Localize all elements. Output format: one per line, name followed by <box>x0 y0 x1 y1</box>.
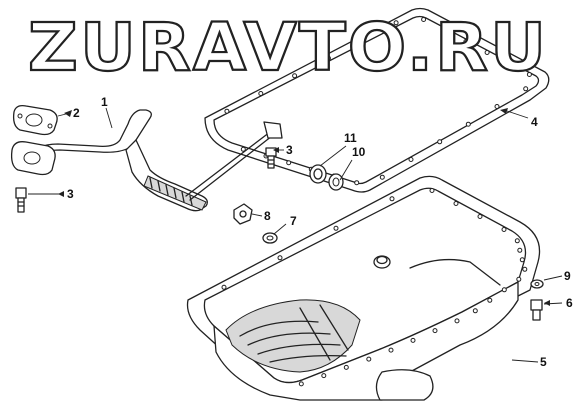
pan-bolt-hole <box>472 308 478 314</box>
pan-bolt-hole <box>501 227 507 232</box>
pan-bolt-hole <box>487 297 493 303</box>
gasket-bolt-hole <box>463 39 469 44</box>
pan-bolt-hole <box>522 266 528 272</box>
gasket-bolt-hole <box>421 17 427 22</box>
pan-bolt-hole <box>366 356 372 362</box>
gasket-bolt-hole <box>325 55 331 61</box>
pan-bolt-hole <box>501 287 507 293</box>
callout-9: 9 <box>564 269 571 283</box>
pickup-bolt <box>15 187 27 213</box>
callout-8: 8 <box>264 209 271 223</box>
pan-bolt-hole <box>453 201 459 206</box>
gasket-bolt-hole <box>354 180 360 186</box>
callout-3-bracket: 3 <box>286 143 293 157</box>
pan-bolt-hole <box>454 318 460 324</box>
gasket-bolt-hole <box>379 174 385 180</box>
threaded-plug <box>309 164 327 184</box>
callout-5: 5 <box>540 355 547 369</box>
gasket-bolt-hole <box>465 121 471 127</box>
gasket-bolt-hole <box>240 146 246 152</box>
gasket-bolt-hole <box>484 50 490 55</box>
pan-bolt-hole <box>221 284 227 290</box>
pan-bolt-hole <box>321 373 327 379</box>
pan-bolt-hole <box>516 276 522 282</box>
pan-bolt-hole <box>477 214 483 219</box>
pan-bolt <box>530 299 543 321</box>
drain-washer <box>262 232 278 244</box>
pan-bolt-hole <box>517 247 523 253</box>
callout-1: 1 <box>101 95 108 109</box>
pan-bolt-hole <box>432 328 438 334</box>
pan-bolt-hole <box>519 257 525 263</box>
pan-bolt-hole <box>277 255 283 261</box>
bracket-bolt <box>265 147 277 169</box>
pan-bolt-hole <box>343 364 349 370</box>
oil-pan <box>186 175 541 401</box>
callout-6: 6 <box>566 296 573 310</box>
pan-bolt-hole <box>429 188 435 193</box>
gasket-bolt-hole <box>292 73 298 79</box>
plug-washer <box>328 173 344 191</box>
gasket-bolt-hole <box>505 61 511 66</box>
watermark-text: ZURAVTO.RU <box>28 9 548 86</box>
pan-bolt-hole <box>333 225 339 231</box>
gasket-bolt-hole <box>286 160 292 166</box>
callout-labels: 1 2 3 3 4 5 6 7 8 9 10 11 <box>67 95 573 369</box>
gasket-bolt-hole <box>442 28 448 33</box>
callout-7: 7 <box>290 214 297 228</box>
pan-bolt-hole <box>388 347 394 353</box>
pan-bolt-hole <box>410 337 416 343</box>
pan-washer <box>530 279 544 289</box>
gasket-bolt-hole <box>258 91 264 96</box>
callout-10: 10 <box>352 145 366 159</box>
pan-bolt-hole <box>514 238 520 244</box>
gasket-bolt-hole <box>224 108 230 114</box>
gasket-bolt-hole <box>494 104 500 109</box>
callout-4: 4 <box>531 115 538 129</box>
gasket-bolt-hole <box>437 139 443 145</box>
gasket-bolt-hole <box>408 157 414 162</box>
gasket-bolt-hole <box>526 72 532 77</box>
pan-bolt-hole <box>389 196 395 202</box>
leader-lines <box>28 107 563 363</box>
gasket-bolt-hole <box>393 20 399 26</box>
callout-3-pickup: 3 <box>67 187 74 201</box>
oil-pickup-tube <box>10 109 283 212</box>
callout-11: 11 <box>344 131 357 145</box>
pan-bolt-hole <box>298 381 304 387</box>
drain-plug <box>233 203 253 225</box>
gasket-bolt-hole <box>359 38 365 43</box>
gasket-bolt-hole <box>523 86 529 92</box>
callout-2: 2 <box>73 106 80 120</box>
pickup-flange-gasket <box>12 104 58 136</box>
